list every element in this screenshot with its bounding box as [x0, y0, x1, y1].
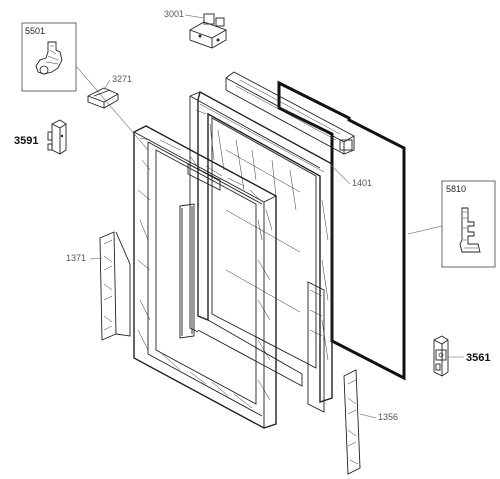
clip-part-3271	[87, 87, 119, 109]
callout-3001: 3001	[164, 9, 184, 19]
bracket-part-3591	[47, 119, 67, 155]
callout-3271: 3271	[112, 74, 132, 84]
detail-box-5501: 5501	[21, 22, 77, 92]
seal-profile-5810-icon	[459, 207, 481, 253]
callout-1371: 1371	[66, 253, 86, 263]
front-door-frame	[133, 125, 277, 429]
callout-3561: 3561	[466, 352, 490, 364]
side-panel-part-1371	[99, 231, 131, 341]
top-rail-part	[225, 71, 355, 155]
callout-1401: 1401	[352, 178, 372, 188]
gasket-part-1401	[277, 80, 406, 381]
profile-5501-icon	[35, 41, 63, 75]
back-sash-frame	[189, 90, 333, 413]
callout-1356: 1356	[378, 412, 398, 422]
side-panel-part-1356	[343, 369, 361, 475]
callout-5501: 5501	[25, 26, 45, 36]
detail-box-5810: 5810	[441, 180, 496, 268]
callout-5810: 5810	[446, 184, 466, 194]
callout-3591: 3591	[14, 135, 38, 147]
bracket-part-3561	[433, 335, 449, 377]
hinge-part-3001	[189, 13, 227, 49]
